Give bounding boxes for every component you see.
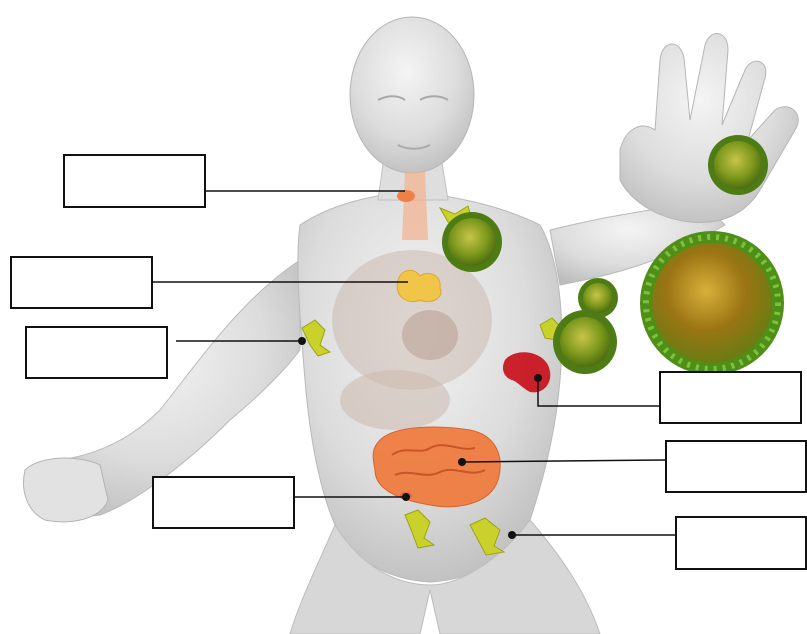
fist [24, 458, 108, 522]
leader-dot-inguinal [508, 531, 516, 539]
virus-lower-right [553, 310, 617, 374]
thymus [397, 270, 441, 301]
label-box-thyroid-area[interactable] [63, 154, 206, 208]
leader-dot-intestine [458, 458, 466, 466]
label-box-inguinal-lymph-node[interactable] [675, 516, 807, 570]
virus-hand [708, 135, 768, 195]
liver [340, 370, 450, 430]
virus-upper-chest [442, 212, 502, 272]
leader-dot-axillary [298, 337, 306, 345]
label-box-kidney[interactable] [659, 371, 802, 424]
heart [402, 310, 458, 360]
open-hand [620, 34, 798, 223]
label-box-appendix[interactable] [152, 476, 295, 529]
label-box-intestine[interactable] [665, 440, 807, 493]
label-box-thymus[interactable] [10, 256, 153, 309]
label-box-axillary-lymph-node[interactable] [25, 326, 168, 379]
trachea [402, 172, 428, 240]
leader-dot-kidney [534, 374, 542, 382]
thyroid [397, 190, 415, 202]
virus-large [640, 231, 784, 375]
leader-dot-appendix [402, 493, 410, 501]
